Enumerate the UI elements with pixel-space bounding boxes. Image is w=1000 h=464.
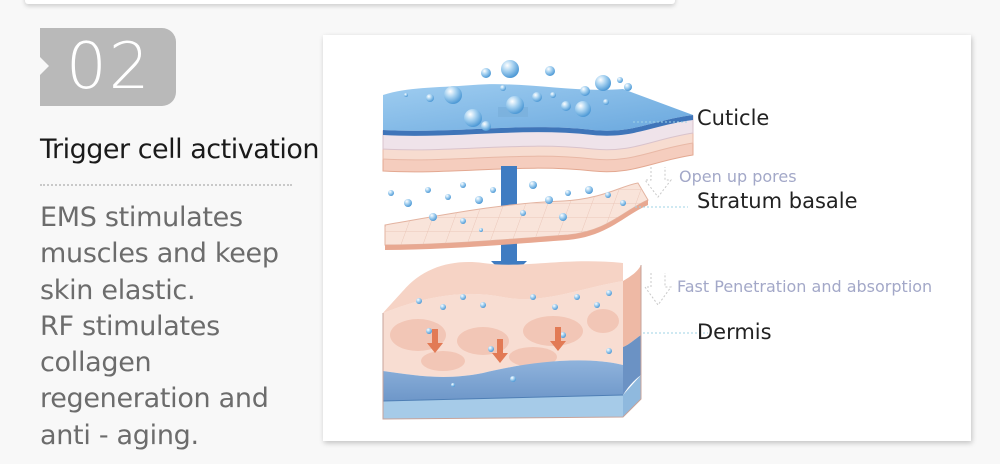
description-line: RF stimulates: [40, 310, 220, 342]
description-line: anti - aging.: [40, 419, 199, 451]
step-number-badge: 02: [40, 28, 176, 106]
previous-card-edge: [25, 0, 675, 4]
annotation-open-up-pores: Open up pores: [679, 167, 797, 186]
water-bubbles: [404, 60, 632, 131]
dotted-divider: [40, 184, 292, 186]
description-line: collagen: [40, 347, 152, 379]
skin-diagram-card: Cuticle Open up pores Stratum basale Fas…: [323, 35, 971, 441]
description-line: skin elastic.: [40, 274, 196, 306]
step-title: Trigger cell activation: [40, 134, 319, 165]
dotted-down-arrow-icon: [643, 167, 673, 306]
layer-label-stratum-basale: Stratum basale: [697, 189, 858, 213]
skin-layers-illustration: [382, 60, 708, 420]
description-line: muscles and keep: [40, 238, 279, 270]
description-line: regeneration and: [40, 383, 269, 415]
badge-notch: [40, 57, 49, 75]
layer-label-dermis: Dermis: [697, 320, 772, 344]
annotation-fast-penetration: Fast Penetration and absorption: [677, 277, 933, 296]
layer-label-cuticle: Cuticle: [697, 106, 770, 130]
description-line: EMS stimulates: [40, 202, 243, 233]
step-number: 02: [66, 30, 152, 104]
orange-arrows: [427, 327, 566, 363]
step-description: EMS stimulates muscles and keep skin ela…: [40, 200, 320, 454]
